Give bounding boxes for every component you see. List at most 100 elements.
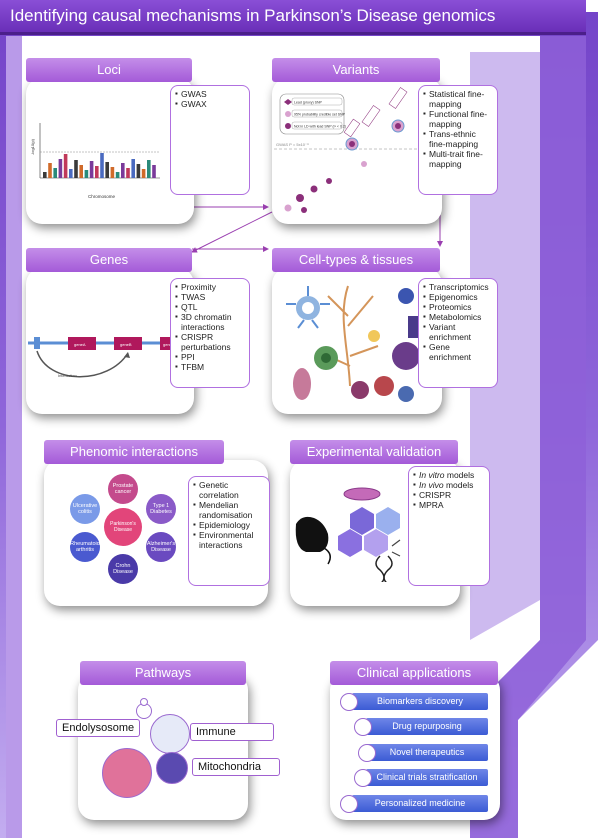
phenomic-item: Mendelian randomisation (193, 500, 265, 520)
manhattan-bar (53, 168, 57, 178)
manhattan-bar (136, 164, 141, 178)
variants-threshold: GWAS P = 5x10⁻⁸ (276, 142, 309, 147)
page-title: Identifying causal mechanisms in Parkins… (10, 6, 496, 25)
manhattan-bar (95, 166, 99, 178)
manhattan-xlabel: Chromosome (88, 194, 116, 199)
gene-label-b: geneB (120, 342, 132, 347)
phenomic-node: Crohn Disease (108, 554, 138, 584)
loci-item: GWAS (175, 89, 245, 99)
experimental-item: In vivo models (413, 480, 485, 490)
clinical-item: Personalized medicine (352, 795, 488, 812)
manhattan-ylabel: -log10(p) (30, 138, 35, 155)
cells-item: Variant enrichment (423, 322, 493, 342)
clinical-bullet (340, 693, 358, 711)
manhattan-bar (48, 163, 52, 178)
genes-item: CRISPR perturbations (175, 332, 245, 352)
manhattan-bar (74, 160, 78, 178)
genes-item: QTL (175, 302, 245, 312)
manhattan-plot: -log10(p) Chromosome (30, 123, 160, 199)
experimental-illustrations (295, 487, 401, 582)
variants-legend-ld: Not in LD with lead SNP (r² < 0.2) (294, 125, 346, 129)
phenomic-node: Ulcerative colitis (70, 494, 100, 524)
experimental-header: Experimental validation (290, 440, 458, 464)
phenomic-center: Parkinson's Disease (104, 508, 142, 546)
manhattan-bar (100, 153, 104, 178)
variants-item: Functional fine-mapping (423, 109, 493, 129)
gene-label-a: geneA (74, 342, 86, 347)
manhattan-bar (43, 172, 47, 178)
manhattan-bar (84, 170, 89, 178)
phenomic-list: Genetic correlation Mendelian randomisat… (188, 476, 270, 586)
cells-header: Cell-types & tissues (272, 248, 440, 272)
phenomic-node: Alzheimer's Disease (146, 532, 176, 562)
clinical-header: Clinical applications (330, 661, 498, 685)
genes-item: PPI (175, 352, 245, 362)
phenomic-header: Phenomic interactions (44, 440, 224, 464)
manhattan-bar (121, 163, 125, 178)
mitochondria-cell (156, 752, 188, 784)
variants-list: Statistical fine-mapping Functional fine… (418, 85, 498, 195)
pathway-bubble (140, 698, 148, 706)
pathway-endolysosome: Endolysosome (56, 719, 141, 737)
manhattan-bar (63, 154, 68, 178)
manhattan-bar (152, 165, 156, 178)
clinical-item: Clinical trials stratification (366, 769, 488, 786)
clinical-bullet (340, 795, 358, 813)
variants-legend-credible: 95% probability credible set SNP (294, 113, 346, 117)
loci-list: GWAS GWAX (170, 85, 250, 195)
cell-illustrations (286, 285, 420, 402)
gene-label-c: geneC (163, 342, 175, 347)
genes-item: Proximity (175, 282, 245, 292)
clinical-bullet (358, 744, 376, 762)
title-bar: Identifying causal mechanisms in Parkins… (0, 0, 586, 35)
loci-card (26, 78, 194, 224)
immune-cell (150, 714, 190, 754)
manhattan-bar (147, 160, 151, 178)
genes-item: 3D chromatin interactions (175, 312, 245, 332)
genes-header: Genes (26, 248, 192, 272)
phenomic-node: Type 1 Diabetes (146, 494, 176, 524)
manhattan-bar (105, 162, 109, 178)
manhattan-bar (131, 159, 135, 178)
manhattan-bar (89, 161, 94, 178)
manhattan-bar (115, 172, 120, 178)
cells-item: Gene enrichment (423, 342, 493, 362)
loci-item: GWAX (175, 99, 245, 109)
phenomic-item: Epidemiology (193, 520, 265, 530)
clinical-item: Novel therapeutics (366, 744, 488, 761)
genes-list: Proximity TWAS QTL 3D chromatin interact… (170, 278, 250, 388)
cells-item: Proteomics (423, 302, 493, 312)
manhattan-bar (79, 165, 83, 178)
variants-item: Trans-ethnic fine-mapping (423, 129, 493, 149)
experimental-list: In vitro models In vivo models CRISPR MP… (408, 466, 490, 586)
clinical-item: Drug repurposing (366, 718, 488, 735)
clinical-bullet (354, 718, 372, 736)
variants-item: Statistical fine-mapping (423, 89, 493, 109)
gene-diagram: geneA geneB geneC Interaction (28, 337, 178, 378)
variants-legend-lead: Lead (proxy) SNP (294, 101, 322, 105)
clinical-bullet (354, 769, 372, 787)
cells-item: Transcriptomics (423, 282, 493, 292)
experimental-item: CRISPR (413, 490, 485, 500)
gene-interaction-label: Interaction (58, 373, 77, 378)
variants-item: Multi-trait fine-mapping (423, 149, 493, 169)
fine-mapping-plot: Lead (proxy) SNP 95% probability credibl… (274, 87, 424, 213)
phenomic-item: Environmental interactions (193, 530, 265, 550)
endolysosome-cell (102, 748, 152, 798)
pathway-immune: Immune (190, 723, 274, 741)
manhattan-bar (126, 168, 130, 178)
manhattan-bar (141, 169, 146, 178)
manhattan-bar (69, 169, 73, 178)
cells-item: Metabolomics (423, 312, 493, 322)
manhattan-bar (110, 167, 115, 178)
experimental-item: MPRA (413, 500, 485, 510)
loci-header: Loci (26, 58, 192, 82)
pathway-mitochondria: Mitochondria (192, 758, 280, 776)
genes-item: TWAS (175, 292, 245, 302)
phenomic-item: Genetic correlation (193, 480, 265, 500)
genes-item: TFBM (175, 362, 245, 372)
manhattan-bar (58, 159, 63, 178)
variants-header: Variants (272, 58, 440, 82)
cells-list: Transcriptomics Epigenomics Proteomics M… (418, 278, 498, 388)
pathways-header: Pathways (80, 661, 246, 685)
